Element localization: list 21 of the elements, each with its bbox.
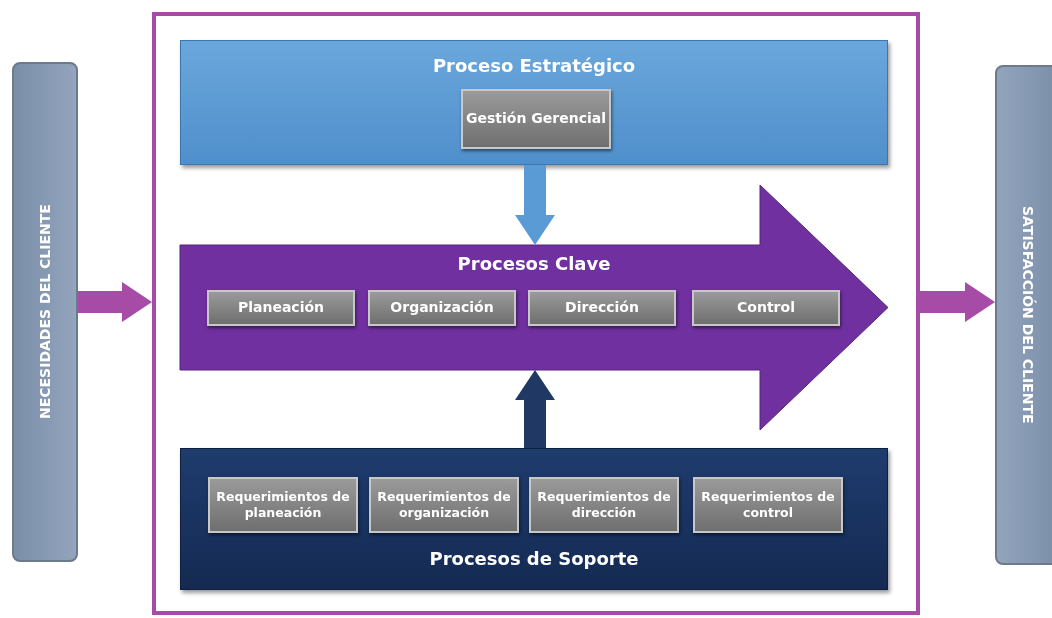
band-title: Procesos Clave: [456, 253, 612, 274]
block-arrow: [515, 370, 555, 448]
block-arrow: [920, 282, 995, 322]
band-title: Procesos de Soporte: [428, 548, 640, 569]
process-box: Requerimientos de planeación: [208, 477, 358, 533]
block-arrow: [78, 282, 152, 322]
process-box: Gestión Gerencial: [461, 89, 611, 149]
process-box: Requerimientos de control: [693, 477, 843, 533]
process-box: Dirección: [528, 290, 676, 326]
process-band: [180, 40, 888, 165]
band-title: Proceso Estratégico: [431, 55, 637, 76]
process-band: [180, 448, 888, 590]
side-panel: SATISFACCIÓN DEL CLIENTE: [995, 65, 1052, 565]
side-panel: NECESIDADES DEL CLIENTE: [12, 62, 78, 562]
process-frame: [152, 12, 920, 615]
block-arrow: [515, 165, 555, 245]
process-box: Requerimientos de organización: [369, 477, 519, 533]
process-box: Control: [692, 290, 840, 326]
process-box: Planeación: [207, 290, 355, 326]
process-box: Organización: [368, 290, 516, 326]
process-box: Requerimientos de dirección: [529, 477, 679, 533]
